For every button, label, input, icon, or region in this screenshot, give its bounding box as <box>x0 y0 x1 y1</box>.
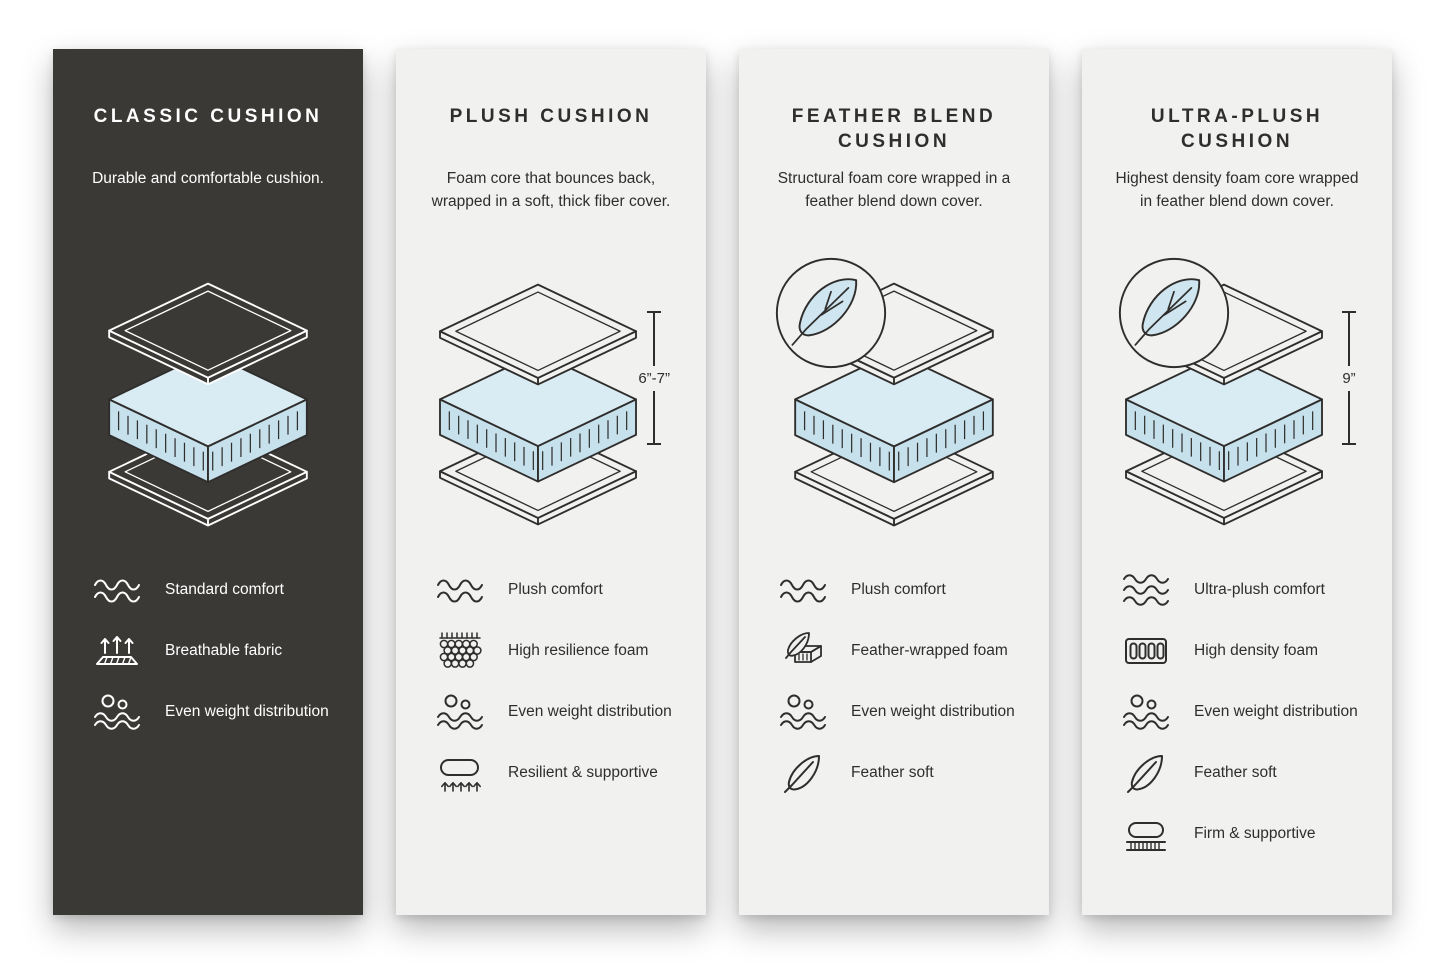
measure-line <box>653 313 656 366</box>
measure-line <box>1348 390 1350 443</box>
density-foam-icon <box>1120 631 1172 671</box>
resilient-icon <box>434 753 486 793</box>
feature-label: Standard comfort <box>165 580 284 598</box>
feature-label: Ultra-plush comfort <box>1194 580 1325 598</box>
feather-badge-icon <box>773 255 889 371</box>
weight-distribution-icon <box>91 692 143 732</box>
cushion-illustration: 6”-7” <box>426 255 676 555</box>
feature-row: Plush comfort <box>434 567 676 613</box>
feature-row: Firm & supportive <box>1120 811 1362 857</box>
panel-plush-cushion: PLUSH CUSHION Foam core that bounces bac… <box>396 49 706 915</box>
panel-title: CLASSIC CUSHION <box>93 106 323 127</box>
height-measurement: 9” <box>1342 311 1356 445</box>
cushion-illustration <box>83 255 333 555</box>
cushion-layers-diagram <box>95 277 321 533</box>
measure-bottom-cap <box>1342 443 1356 445</box>
feature-label: Feather soft <box>1194 763 1277 781</box>
feature-label: Feather soft <box>851 763 934 781</box>
measure-label: 6”-7” <box>638 369 670 387</box>
feather-icon <box>1120 753 1172 793</box>
panel-ultra-plush-cushion: ULTRA-PLUSH CUSHION Highest density foam… <box>1082 49 1392 915</box>
feature-label: Firm & supportive <box>1194 824 1316 842</box>
panel-description: Structural foam core wrapped in a feathe… <box>777 170 1011 211</box>
cushion-layers-diagram <box>426 277 650 533</box>
feather-badge-icon <box>1116 255 1232 371</box>
feature-list: Plush comfort Feather-wrapped foam Even … <box>769 567 1019 811</box>
feature-row: Resilient & supportive <box>434 750 676 796</box>
feature-row: Plush comfort <box>777 567 1019 613</box>
panel-description: Highest density foam core wrapped in fea… <box>1115 170 1359 211</box>
feature-label: Breathable fabric <box>165 641 283 659</box>
weight-distribution-icon <box>777 692 829 732</box>
panel-description: Durable and comfortable cushion. <box>92 170 324 187</box>
waves-icon <box>91 570 143 610</box>
feature-list: Standard comfort Breathable fabric Even … <box>83 567 333 750</box>
feature-label: Plush comfort <box>508 580 603 598</box>
foam-cells-icon <box>434 631 486 671</box>
feature-row: Feather-wrapped foam <box>777 628 1019 674</box>
feature-label: Even weight distribution <box>851 702 1015 720</box>
feature-row: Breathable fabric <box>91 628 333 674</box>
feature-list: Plush comfort High resilience foam Even … <box>426 567 676 811</box>
feature-label: Even weight distribution <box>508 702 672 720</box>
feature-label: Plush comfort <box>851 580 946 598</box>
waves-icon <box>434 570 486 610</box>
feature-row: Ultra-plush comfort <box>1120 567 1362 613</box>
feature-label: Even weight distribution <box>165 702 329 720</box>
feature-label: High density foam <box>1194 641 1319 659</box>
waves-icon <box>1120 570 1172 610</box>
weight-distribution-icon <box>1120 692 1172 732</box>
cushion-illustration: 9” <box>1112 255 1362 555</box>
measure-bottom-cap <box>647 443 662 445</box>
feature-label: Feather-wrapped foam <box>851 641 1008 659</box>
cushion-illustration <box>769 255 1019 555</box>
panel-title: PLUSH CUSHION <box>449 106 653 127</box>
measure-line <box>1348 313 1350 366</box>
measure-label: 9” <box>1342 369 1356 387</box>
feature-label: Resilient & supportive <box>508 763 658 781</box>
feature-label: High resilience foam <box>508 641 649 659</box>
firm-icon <box>1120 814 1172 854</box>
feature-row: Standard comfort <box>91 567 333 613</box>
panel-classic-cushion: CLASSIC CUSHION Durable and comfortable … <box>53 49 363 915</box>
measure-line <box>653 390 656 443</box>
feature-label: Even weight distribution <box>1194 702 1358 720</box>
feature-row: High resilience foam <box>434 628 676 674</box>
feather-foam-icon <box>777 631 829 671</box>
feature-row: Feather soft <box>1120 750 1362 796</box>
waves-icon <box>777 570 829 610</box>
weight-distribution-icon <box>434 692 486 732</box>
panel-feather-blend-cushion: FEATHER BLEND CUSHION Structural foam co… <box>739 49 1049 915</box>
breathable-icon <box>91 631 143 671</box>
feature-row: Even weight distribution <box>1120 689 1362 735</box>
feature-row: Feather soft <box>777 750 1019 796</box>
feature-list: Ultra-plush comfort High density foam Ev… <box>1112 567 1362 872</box>
feather-icon <box>777 753 829 793</box>
measure-top-cap <box>647 311 662 313</box>
feature-row: Even weight distribution <box>434 689 676 735</box>
feature-row: Even weight distribution <box>777 689 1019 735</box>
panel-title: FEATHER BLEND CUSHION <box>791 106 997 152</box>
height-measurement: 6”-7” <box>638 311 670 445</box>
feature-row: High density foam <box>1120 628 1362 674</box>
panel-title: ULTRA-PLUSH CUSHION <box>1150 106 1324 152</box>
feature-row: Even weight distribution <box>91 689 333 735</box>
measure-top-cap <box>1342 311 1356 313</box>
panel-description: Foam core that bounces back, wrapped in … <box>431 170 671 211</box>
